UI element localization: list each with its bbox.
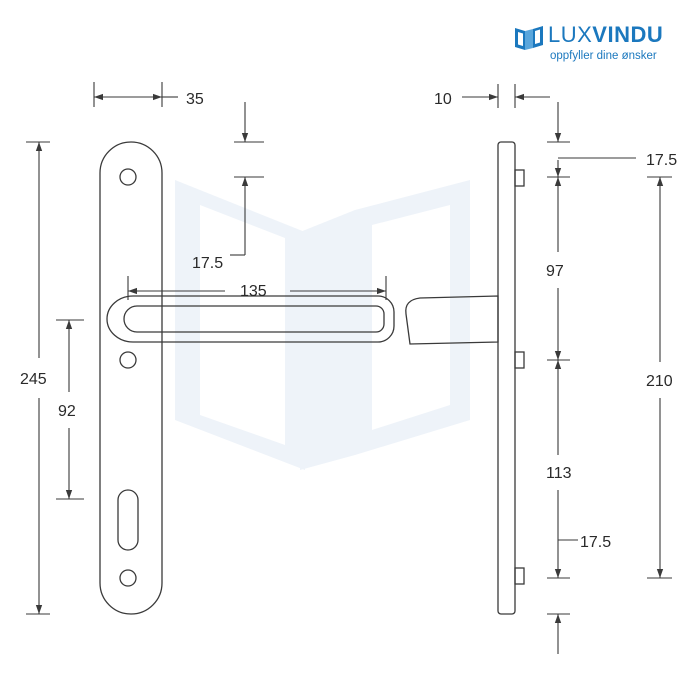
brand-name-bold: VINDU bbox=[592, 22, 664, 47]
side-screw-top bbox=[514, 169, 525, 187]
backplate-outline bbox=[99, 141, 163, 615]
lever-inner bbox=[123, 305, 385, 333]
dim-lever-length: 135 bbox=[240, 283, 267, 300]
side-view bbox=[405, 141, 525, 615]
luxvindu-window-logo-icon bbox=[515, 26, 543, 50]
dim-plate-depth: 10 bbox=[434, 91, 452, 108]
side-backplate bbox=[497, 141, 516, 615]
dim-top-to-mid: 97 bbox=[546, 263, 564, 280]
side-screw-middle bbox=[514, 351, 525, 369]
dimension-lines bbox=[26, 82, 672, 654]
dim-right-top-offset: 17.5 bbox=[646, 152, 677, 169]
brand-name: LUXVINDU bbox=[548, 22, 663, 48]
side-lever-profile bbox=[405, 295, 499, 345]
dim-total-height: 245 bbox=[20, 371, 47, 388]
euro-cylinder-cutout bbox=[117, 489, 139, 551]
dim-backplate-width: 35 bbox=[186, 91, 204, 108]
watermark-logo-icon bbox=[175, 180, 470, 470]
dim-bottom-offset: 17.5 bbox=[580, 534, 611, 551]
dimension-labels: 35 10 17.5 135 17.5 97 113 17.5 245 92 2… bbox=[20, 91, 677, 551]
side-screw-bottom bbox=[514, 567, 525, 585]
dim-mid-to-bottom: 113 bbox=[546, 465, 572, 482]
middle-fixing-hole bbox=[119, 351, 137, 369]
dim-lever-to-cylinder: 92 bbox=[58, 403, 76, 420]
brand-slogan: oppfyller dine ønsker bbox=[550, 50, 657, 62]
front-view bbox=[99, 141, 395, 615]
brand-logo: LUXVINDU oppfyller dine ønsker bbox=[514, 22, 690, 66]
top-fixing-hole bbox=[119, 168, 137, 186]
dim-top-hole-offset: 17.5 bbox=[192, 255, 223, 272]
bottom-fixing-hole bbox=[119, 569, 137, 587]
brand-name-light: LUX bbox=[548, 22, 593, 47]
dim-fixing-centers: 210 bbox=[646, 373, 673, 390]
lever-outer bbox=[106, 295, 395, 343]
